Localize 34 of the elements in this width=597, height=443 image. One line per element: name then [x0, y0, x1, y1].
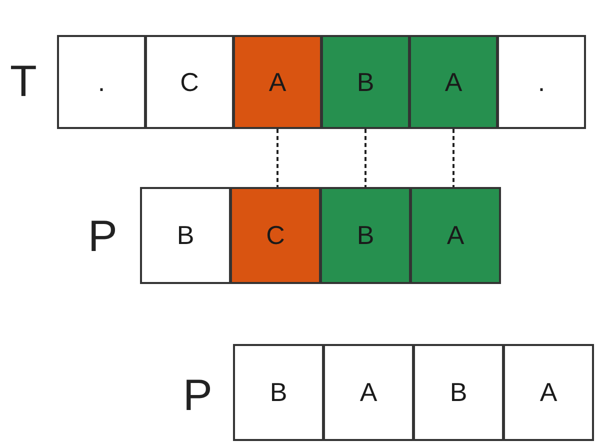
cell-letter: C — [180, 66, 199, 98]
letter-cell — [497, 35, 586, 129]
letter-cell — [413, 344, 504, 441]
highlighted-cell — [321, 35, 410, 129]
dashed-connector — [364, 129, 366, 187]
dashed-connector — [276, 129, 278, 187]
dashed-connector — [452, 129, 454, 187]
letter-cell — [503, 344, 594, 441]
highlighted-cell — [409, 35, 498, 129]
cell-letter: B — [356, 220, 374, 251]
cell-letter: A — [360, 377, 378, 408]
row-label: P — [183, 374, 212, 418]
letter-cell — [57, 35, 146, 129]
row-label: P — [88, 215, 118, 259]
cell-letter: A — [268, 66, 286, 98]
highlighted-cell — [233, 35, 322, 129]
highlighted-cell — [410, 187, 501, 284]
letter-cell — [323, 344, 414, 441]
cell-letter: . — [538, 66, 546, 98]
letter-cell — [145, 35, 234, 129]
letter-cell — [140, 187, 231, 284]
cell-letter: . — [98, 66, 106, 98]
cell-letter: A — [540, 377, 558, 408]
cell-letter: B — [270, 377, 288, 408]
highlighted-cell — [320, 187, 411, 284]
cell-letter: B — [176, 220, 194, 251]
row-label: T — [10, 60, 37, 104]
cell-letter: A — [446, 220, 464, 251]
cell-letter: A — [444, 66, 462, 98]
highlighted-cell — [230, 187, 321, 284]
cell-letter: B — [356, 66, 374, 98]
cell-letter: C — [266, 220, 285, 251]
cell-letter: B — [450, 377, 468, 408]
letter-cell — [233, 344, 324, 441]
